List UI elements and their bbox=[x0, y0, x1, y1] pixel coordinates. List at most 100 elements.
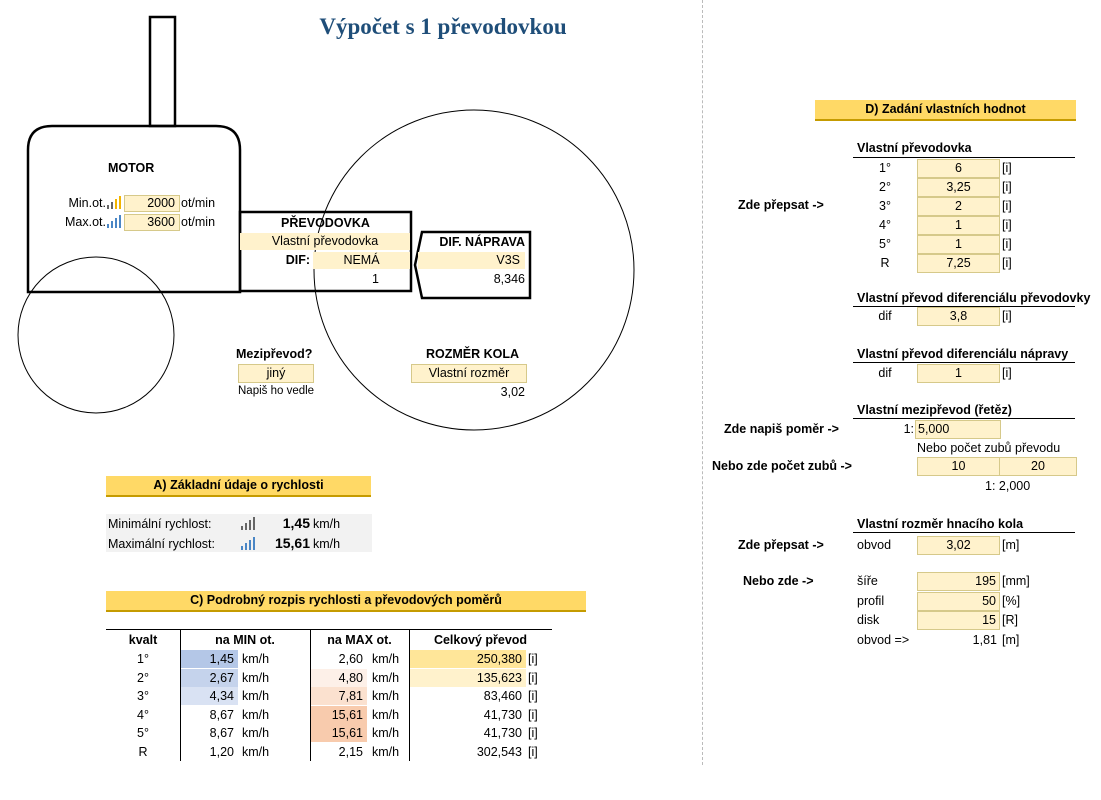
min-speed-signal-icon bbox=[240, 517, 256, 533]
profil-unit: [%] bbox=[1002, 594, 1021, 608]
own-gear-input[interactable]: 3,25 bbox=[917, 178, 1000, 197]
own-gear-label: 5° bbox=[879, 237, 891, 251]
wheel-title: Vlastní rozměr hnacího kola bbox=[857, 517, 1024, 531]
obvod-calc-unit: [m] bbox=[1002, 633, 1020, 647]
min-speed-cell: 1,20 bbox=[181, 742, 238, 761]
own-gear-input[interactable]: 1 bbox=[917, 216, 1000, 235]
axle-dif-label: dif bbox=[878, 366, 892, 380]
own-gear-label: R bbox=[880, 256, 890, 270]
min-speed-cell: 1,45 bbox=[181, 650, 238, 668]
max-speed-label: Maximální rychlost: bbox=[108, 537, 215, 551]
own-gear-input[interactable]: 7,25 bbox=[917, 254, 1000, 273]
max-speed-cell: 7,81 bbox=[311, 687, 367, 705]
col-max-header: na MAX ot. bbox=[327, 633, 392, 647]
sire-label: šíře bbox=[857, 574, 878, 588]
mezi-ratio-input[interactable]: 5,000 bbox=[915, 420, 1001, 439]
max-speed-cell: 15,61 bbox=[311, 724, 367, 742]
total-unit-cell: [i] bbox=[528, 670, 538, 685]
gear-cell: 2° bbox=[137, 670, 149, 685]
wheel-rule bbox=[853, 532, 1075, 533]
own-gear-input[interactable]: 2 bbox=[917, 197, 1000, 216]
total-ratio-cell: 302,543 bbox=[410, 742, 526, 761]
min-speed-cell: 4,34 bbox=[181, 687, 238, 705]
exhaust-pipe-shape bbox=[148, 15, 177, 128]
teeth-note: Nebo počet zubů převodu bbox=[917, 441, 1061, 455]
section-c-vline-1 bbox=[180, 629, 181, 761]
teeth-b-input[interactable]: 20 bbox=[999, 457, 1077, 476]
gb-dif-label: dif bbox=[878, 309, 892, 323]
own-gearbox-title: Vlastní převodovka bbox=[857, 141, 972, 155]
obvod-input[interactable]: 3,02 bbox=[917, 536, 1000, 555]
page-title: Výpočet s 1 převodovkou bbox=[319, 14, 567, 39]
total-unit-cell: [i] bbox=[528, 689, 538, 703]
axle-dif-input[interactable]: 1 bbox=[917, 364, 1000, 383]
obvod-calc-label: obvod => bbox=[857, 633, 910, 647]
motor-label: MOTOR bbox=[108, 161, 155, 175]
sire-input[interactable]: 195 bbox=[917, 572, 1000, 591]
profil-label: profil bbox=[857, 594, 885, 608]
col-min-header: na MIN ot. bbox=[215, 633, 275, 647]
disk-unit: [R] bbox=[1002, 613, 1018, 627]
min-rpm-signal-icon bbox=[106, 196, 122, 212]
max-speed-signal-icon bbox=[240, 537, 256, 553]
gearbox-select[interactable]: Vlastní převodovka bbox=[240, 233, 410, 250]
own-gear-unit: [i] bbox=[1002, 218, 1012, 232]
total-ratio-cell: 41,730 bbox=[410, 724, 526, 742]
teeth-result: 1: 2,000 bbox=[985, 479, 1031, 493]
profil-input[interactable]: 50 bbox=[917, 592, 1000, 611]
own-gear-unit: [i] bbox=[1002, 199, 1012, 213]
min-rpm-value[interactable]: 2000 bbox=[124, 195, 180, 212]
mezi-select[interactable]: jiný bbox=[238, 364, 314, 383]
gearbox-box-shape bbox=[238, 210, 413, 293]
wheel-size: 3,02 bbox=[500, 385, 525, 399]
max-unit-cell: km/h bbox=[372, 707, 400, 722]
own-gear-label: 4° bbox=[879, 218, 891, 232]
gearbox-dif-select[interactable]: NEMÁ bbox=[313, 252, 410, 269]
obvod-unit: [m] bbox=[1002, 538, 1020, 552]
mezi-note: Napiš ho vedle bbox=[238, 385, 315, 397]
col-gear-header: kvalt bbox=[128, 633, 158, 647]
section-c-vline-3 bbox=[409, 629, 410, 761]
teeth-a-input[interactable]: 10 bbox=[917, 457, 1000, 476]
section-c-header: C) Podrobný rozpis rychlosti a převodový… bbox=[106, 591, 586, 612]
total-unit-cell: [i] bbox=[528, 744, 538, 759]
min-unit-cell: km/h bbox=[242, 670, 270, 685]
section-d-header: D) Zadání vlastních hodnot bbox=[815, 100, 1076, 121]
min-unit-cell: km/h bbox=[242, 689, 270, 703]
gb-dif-title: Vlastní převod diferenciálu převodovky bbox=[857, 291, 1091, 305]
mezi-label: Mezipřevod? bbox=[236, 347, 313, 361]
axle-dif-title: Vlastní převod diferenciálu nápravy bbox=[857, 347, 1069, 361]
own-gear-label: 1° bbox=[879, 161, 891, 175]
mezi-prefix: 1: bbox=[903, 422, 914, 436]
total-ratio-cell: 135,623 bbox=[410, 668, 526, 687]
wheel-select[interactable]: Vlastní rozměr bbox=[411, 364, 527, 383]
max-rpm-unit: ot/min bbox=[181, 215, 216, 229]
gearbox-dif-label: DIF: bbox=[285, 253, 310, 267]
section-a-box bbox=[106, 514, 372, 552]
own-gear-input[interactable]: 1 bbox=[917, 235, 1000, 254]
section-a-header: A) Základní údaje o rychlosti bbox=[106, 476, 371, 497]
min-unit-cell: km/h bbox=[242, 707, 270, 722]
teeth-label: Nebo zde počet zubů -> bbox=[712, 459, 852, 473]
min-speed-value: 1,45 bbox=[282, 515, 310, 531]
max-rpm-value[interactable]: 3600 bbox=[124, 214, 180, 231]
disk-input[interactable]: 15 bbox=[917, 611, 1000, 630]
axle-box-shape bbox=[413, 230, 532, 300]
max-speed-cell: 2,60 bbox=[311, 650, 367, 668]
own-gear-unit: [i] bbox=[1002, 237, 1012, 251]
min-unit-cell: km/h bbox=[242, 726, 270, 740]
mezi-rule bbox=[853, 418, 1075, 419]
front-wheel-shape bbox=[17, 256, 175, 414]
gear-cell: R bbox=[138, 744, 148, 759]
mezi-write-label: Zde napiš poměr -> bbox=[724, 422, 839, 436]
min-speed-unit: km/h bbox=[313, 517, 341, 531]
min-rpm-unit: ot/min bbox=[181, 196, 216, 210]
min-speed-label: Minimální rychlost: bbox=[108, 517, 212, 531]
max-speed-cell: 4,80 bbox=[311, 668, 367, 687]
gb-dif-input[interactable]: 3,8 bbox=[917, 307, 1000, 326]
own-gear-input[interactable]: 6 bbox=[917, 159, 1000, 178]
gearbox-ratio: 1 bbox=[372, 272, 379, 286]
axle-select[interactable]: V3S bbox=[418, 252, 525, 269]
section-c-rule bbox=[106, 629, 552, 630]
wheel-label: ROZMĚR KOLA bbox=[426, 347, 520, 361]
